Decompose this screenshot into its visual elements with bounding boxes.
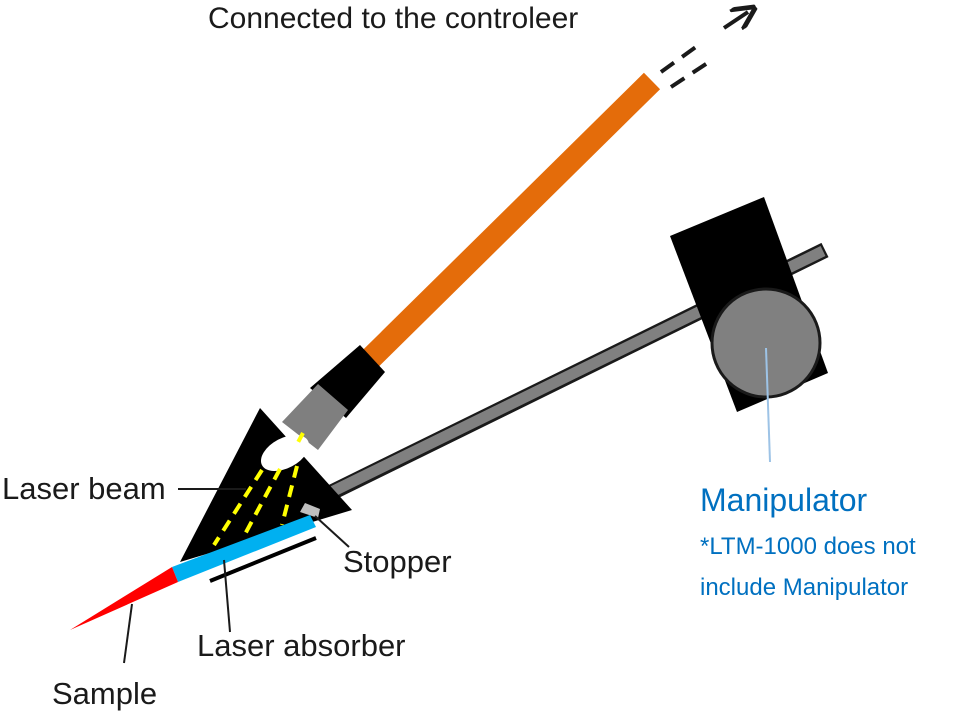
laser-absorber (172, 515, 316, 582)
fiber-cable (357, 72, 661, 372)
manipulator-note-line-1: *LTM-1000 does not (700, 533, 916, 560)
fiber-dashed-extension (659, 42, 702, 74)
connector-gray (282, 384, 348, 450)
laser-absorber-label: Laser absorber (197, 628, 406, 663)
stopper (300, 503, 320, 518)
manipulator-note-line-2: include Manipulator (700, 574, 909, 601)
fiber-dashed-extension-2 (669, 58, 714, 89)
absorber-underline (209, 536, 317, 583)
laser-beam-label: Laser beam (2, 471, 166, 506)
sample-label: Sample (52, 676, 158, 711)
sample-leader (123, 603, 133, 664)
laser-beam-line-3 (242, 468, 282, 537)
laser-beam-line-2 (212, 468, 264, 547)
connected-to-controller-label: Connected to the controleer (208, 2, 579, 35)
tool-body (180, 408, 352, 562)
sample (70, 567, 178, 630)
stopper-leader (314, 515, 350, 548)
manipulator-leader-line (765, 347, 771, 463)
stopper-label: Stopper (343, 544, 452, 579)
absorber-leader (223, 559, 231, 633)
arrow-to-controller (722, 12, 748, 28)
laser-beam-line-1 (294, 432, 305, 447)
manipulator-label: Manipulator (700, 482, 868, 518)
lens (260, 434, 310, 472)
laser-beam-line-4 (280, 465, 299, 526)
manipulator-knob (710, 287, 822, 399)
